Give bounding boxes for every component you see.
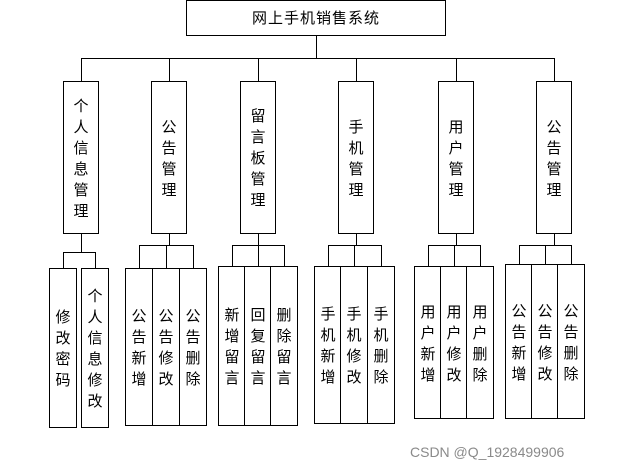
function-node: 公告修改	[152, 268, 180, 426]
module-connector	[169, 58, 170, 81]
child-connector	[571, 245, 572, 264]
function-node: 用户新增	[414, 266, 442, 419]
child-connector	[428, 245, 429, 266]
child-connector	[166, 245, 167, 268]
child-connector	[328, 245, 329, 266]
function-label: 删除留言	[276, 306, 292, 387]
child-connector	[139, 245, 140, 268]
child-connector	[63, 252, 64, 268]
module-connector	[356, 58, 357, 81]
children-bus-line	[328, 245, 382, 246]
function-label: 新增留言	[224, 306, 240, 387]
child-connector	[519, 245, 520, 264]
child-connector	[381, 245, 382, 266]
module-node: 留言板管理	[240, 81, 276, 234]
function-label: 手机删除	[373, 305, 389, 386]
children-bus-line	[63, 252, 96, 253]
module-label: 公告管理	[546, 118, 562, 199]
function-label: 个人信息修改	[87, 287, 103, 410]
function-label: 用户删除	[472, 303, 488, 384]
child-connector	[545, 245, 546, 264]
module-node: 个人信息管理	[63, 81, 99, 234]
child-connector	[193, 245, 194, 268]
child-connector	[232, 245, 233, 266]
module-node: 公告管理	[536, 81, 572, 234]
function-node: 公告修改	[531, 264, 559, 419]
function-label: 公告删除	[185, 307, 201, 388]
function-node: 手机新增	[314, 266, 342, 424]
function-node: 公告新增	[125, 268, 153, 426]
function-node: 用户修改	[440, 266, 468, 419]
child-connector	[95, 252, 96, 268]
function-label: 用户新增	[420, 303, 436, 384]
module-stem	[81, 234, 82, 252]
function-node: 手机修改	[340, 266, 368, 424]
module-stem	[169, 234, 170, 245]
module-stem	[554, 234, 555, 245]
module-stem	[456, 234, 457, 245]
function-node: 手机删除	[367, 266, 395, 424]
function-node: 公告删除	[557, 264, 585, 419]
module-connector	[456, 58, 457, 81]
root-node: 网上手机销售系统	[186, 0, 446, 36]
function-node: 公告新增	[505, 264, 533, 419]
module-node: 手机管理	[338, 81, 374, 234]
function-label: 手机修改	[346, 305, 362, 386]
function-node: 修改密码	[49, 268, 77, 428]
top-bus-line	[81, 58, 555, 59]
module-stem	[258, 234, 259, 245]
module-label: 公告管理	[161, 118, 177, 199]
root-connector	[316, 36, 317, 58]
module-node: 公告管理	[151, 81, 187, 234]
child-connector	[284, 245, 285, 266]
child-connector	[258, 245, 259, 266]
module-label: 手机管理	[348, 118, 364, 199]
function-label: 修改密码	[55, 308, 71, 389]
module-node: 用户管理	[438, 81, 474, 234]
module-stem	[356, 234, 357, 245]
function-node: 公告删除	[179, 268, 207, 426]
function-label: 回复留言	[250, 306, 266, 387]
function-label: 公告删除	[563, 302, 579, 383]
watermark: CSDN @Q_1928499906	[410, 444, 565, 460]
function-label: 手机新增	[320, 305, 336, 386]
function-node: 个人信息修改	[81, 268, 109, 428]
function-node: 用户删除	[466, 266, 494, 419]
function-label: 公告新增	[511, 302, 527, 383]
function-node: 删除留言	[270, 266, 298, 426]
function-node: 回复留言	[244, 266, 272, 426]
module-label: 用户管理	[448, 118, 464, 199]
module-label: 个人信息管理	[73, 97, 89, 220]
module-connector	[81, 58, 82, 81]
function-label: 公告新增	[131, 307, 147, 388]
child-connector	[454, 245, 455, 266]
module-connector	[554, 58, 555, 81]
function-label: 公告修改	[537, 302, 553, 383]
function-label: 公告修改	[158, 307, 174, 388]
child-connector	[480, 245, 481, 266]
function-label: 用户修改	[446, 303, 462, 384]
function-node: 新增留言	[218, 266, 246, 426]
module-label: 留言板管理	[250, 107, 266, 209]
child-connector	[354, 245, 355, 266]
root-label: 网上手机销售系统	[251, 9, 380, 27]
module-connector	[258, 58, 259, 81]
